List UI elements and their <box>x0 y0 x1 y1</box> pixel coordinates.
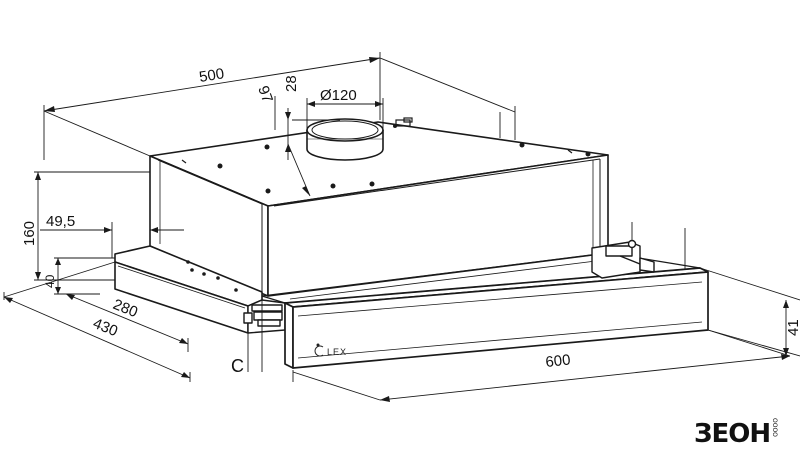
brand-mark-icon <box>314 343 324 357</box>
dimension-lines <box>3 52 800 401</box>
watermark-logo: ЗЕОН ОООО <box>694 418 778 449</box>
right-bracket <box>591 239 655 279</box>
dim-97: 97 <box>254 84 276 105</box>
top-face-holes <box>217 124 591 194</box>
top-face-slots <box>181 117 573 164</box>
dim-160: 160 <box>21 221 38 246</box>
dim-c: C <box>231 356 244 376</box>
dim-280: 280 <box>111 296 141 321</box>
brand-logo: LEX <box>314 343 347 357</box>
hood-body <box>149 121 609 297</box>
dim-600: 600 <box>545 351 572 371</box>
dim-28: 28 <box>283 75 300 92</box>
duct-collar <box>306 118 384 161</box>
dim-500: 500 <box>198 65 225 86</box>
dim-duct-120: Ø120 <box>320 87 357 104</box>
slide-mechanism <box>243 299 286 334</box>
dimension-arrows <box>4 57 790 402</box>
watermark-text: ЗЕОН <box>694 419 770 449</box>
dim-40: 40 <box>43 274 57 288</box>
brand-name: LEX <box>327 347 347 357</box>
watermark-side-text: ОООО <box>771 418 778 437</box>
left-rail-holes <box>186 260 238 292</box>
dim-49-5: 49,5 <box>46 213 75 230</box>
dimension-labels: 500 28 97 Ø120 160 49,5 40 280 430 600 4… <box>21 65 800 376</box>
dim-41: 41 <box>785 319 800 336</box>
